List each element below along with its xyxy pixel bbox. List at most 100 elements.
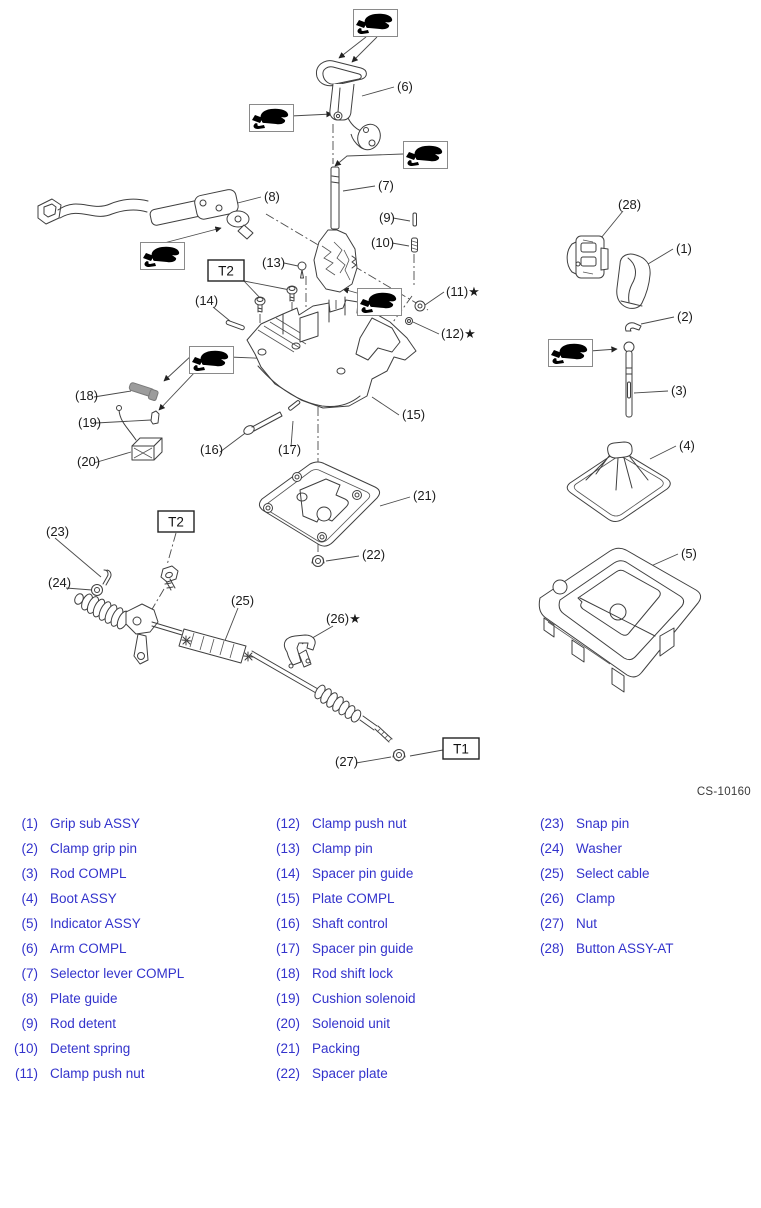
- tool-ref-box: [157, 510, 195, 533]
- callout-label: (4): [679, 438, 695, 453]
- part-name: Nut: [576, 916, 598, 931]
- grease-icon: [189, 346, 234, 374]
- callout-label: (23): [46, 524, 69, 539]
- part-number: (26): [539, 891, 564, 906]
- part-number: (19): [275, 991, 300, 1006]
- part-name: Clamp: [576, 891, 616, 906]
- parts-list-item: (17)Spacer pin guide: [272, 936, 416, 961]
- part-cushion-solenoid: [150, 410, 160, 425]
- part-clamp-push-nut-11: [414, 300, 426, 312]
- parts-list-item: (7)Selector lever COMPL: [10, 961, 185, 986]
- part-name: Clamp push nut: [312, 816, 407, 831]
- parts-list-item: (16)Shaft control: [272, 911, 416, 936]
- part-number: (25): [539, 866, 564, 881]
- parts-list-item: (19)Cushion solenoid: [272, 986, 416, 1011]
- parts-list-column-3: (23)Snap pin(24)Washer(25)Select cable(2…: [536, 811, 674, 961]
- part-name: Washer: [576, 841, 623, 856]
- part-number: (21): [275, 1041, 300, 1056]
- part-number: (27): [539, 916, 564, 931]
- callout-label: (6): [397, 79, 413, 94]
- part-plate-guide: [37, 189, 254, 240]
- part-plate-compl: [246, 296, 417, 409]
- part-name: Shaft control: [312, 916, 388, 931]
- part-name: Boot ASSY: [50, 891, 117, 906]
- part-shaft-control: [243, 411, 283, 435]
- parts-list-item: (20)Solenoid unit: [272, 1011, 416, 1036]
- part-spacer-plate-nut: [311, 555, 325, 567]
- part-number: (22): [275, 1066, 300, 1081]
- part-select-cable: [74, 593, 393, 743]
- grease-icon: [249, 104, 294, 132]
- part-number: (13): [275, 841, 300, 856]
- part-number: (2): [21, 841, 39, 856]
- parts-list-item: (15) Plate COMPL: [272, 886, 416, 911]
- parts-list-item: (2) Clamp grip pin: [10, 836, 184, 861]
- parts-list-item: (21) Packing: [272, 1036, 416, 1061]
- callout-label: (2): [677, 309, 693, 324]
- parts-list-item: (8)Plate guide: [10, 986, 184, 1011]
- part-name: Plate COMPL: [312, 891, 395, 906]
- callout-label: (9): [379, 210, 395, 225]
- parts-list-item: (25)Select cable: [536, 861, 674, 886]
- part-detent-spring: [411, 237, 418, 253]
- grease-icon: [357, 288, 402, 316]
- part-number: (9): [21, 1016, 39, 1031]
- callout-label: (26)★: [326, 611, 361, 626]
- parts-list-item: (27) Nut: [536, 911, 674, 936]
- tool-ref-label: T2: [218, 264, 234, 279]
- part-name: Clamp grip pin: [50, 841, 138, 856]
- part-spacer-pin-guide-14: [225, 320, 245, 331]
- part-number: (1): [21, 816, 39, 831]
- part-clamp-grip-pin: [625, 322, 642, 332]
- parts-list-item: (5)Indicator ASSY: [10, 911, 184, 936]
- callout-label: (25): [231, 593, 254, 608]
- part-rod-compl: [623, 341, 635, 418]
- parts-list-item: (24) Washer: [536, 836, 674, 861]
- callout-label: (10): [371, 235, 394, 250]
- callout-label: (15): [402, 407, 425, 422]
- leader-lines: [54, 86, 679, 764]
- part-name: Plate guide: [50, 991, 118, 1006]
- callout-label: (19): [78, 415, 101, 430]
- part-number: (24): [539, 841, 564, 856]
- grease-icon: [353, 9, 398, 37]
- part-number: (6): [21, 941, 39, 956]
- part-nut-27: [392, 749, 406, 762]
- part-name: Spacer pin guide: [312, 866, 414, 881]
- callout-label: (28): [618, 197, 641, 212]
- part-name: Snap pin: [576, 816, 630, 831]
- part-number: (3): [21, 866, 39, 881]
- parts-list-column-2: (12)Clamp push nut(13)Clamp pin(14)Space…: [272, 811, 416, 1086]
- callout-label: (14): [195, 293, 218, 308]
- part-name: Spacer plate: [312, 1066, 388, 1081]
- part-name: Solenoid unit: [312, 1016, 391, 1031]
- callout-label: (24): [48, 575, 71, 590]
- parts-list-item: (10)Detent spring: [10, 1036, 184, 1061]
- part-packing: [258, 461, 381, 547]
- part-name: Rod shift lock: [312, 966, 394, 981]
- callout-label: (11)★: [446, 284, 480, 299]
- callout-label: (12)★: [441, 326, 476, 341]
- part-t2-bolt-cable: [160, 565, 179, 591]
- part-grip-sub-assy: [616, 253, 651, 309]
- part-name: Rod COMPL: [50, 866, 127, 881]
- part-number: (15): [275, 891, 300, 906]
- part-number: (4): [21, 891, 39, 906]
- parts-list-item: (22) Spacer plate: [272, 1061, 416, 1086]
- callout-label: (20): [77, 454, 100, 469]
- part-number: (12): [275, 816, 300, 831]
- part-name: Packing: [312, 1041, 361, 1056]
- part-number: (17): [275, 941, 300, 956]
- part-rod-detent: [412, 212, 417, 227]
- figure-code: CS-10160: [696, 786, 751, 798]
- parts-list-item: (23)Snap pin: [536, 811, 674, 836]
- tool-ref-label: T2: [168, 515, 184, 530]
- part-arm-compl: [316, 60, 381, 151]
- part-name: Detent spring: [50, 1041, 131, 1056]
- parts-list-item: (26) Clamp: [536, 886, 674, 911]
- grease-icon: [548, 339, 593, 367]
- parts-list-item: (1)Grip sub ASSY: [10, 811, 184, 836]
- parts-list-item: (14)Spacer pin guide: [272, 861, 416, 886]
